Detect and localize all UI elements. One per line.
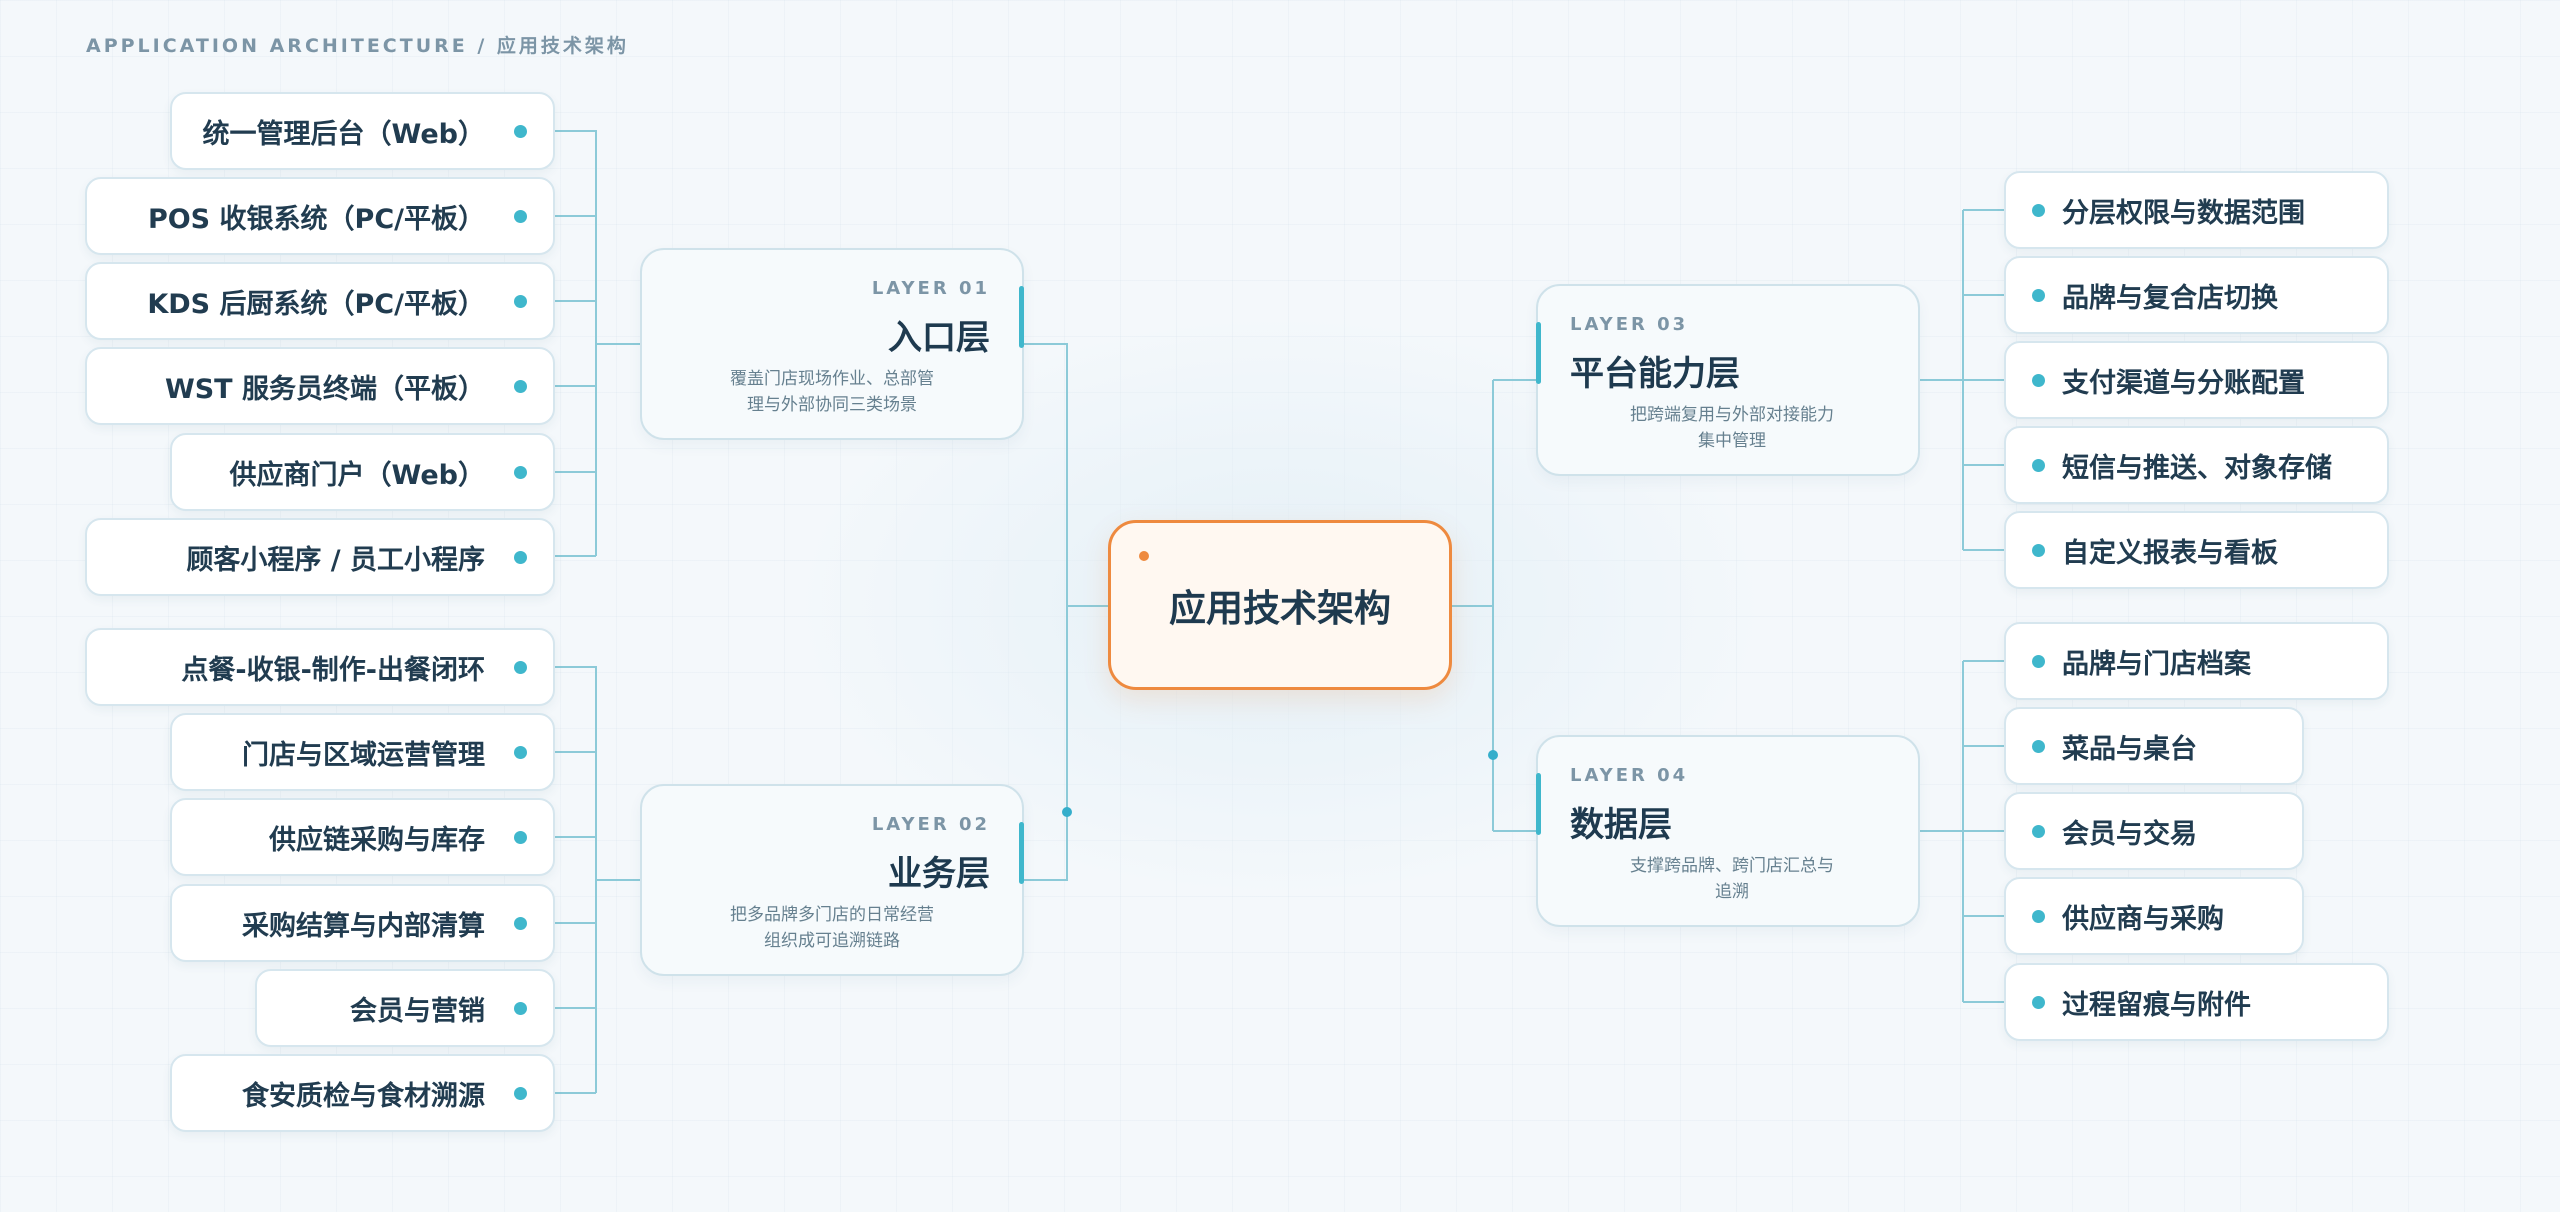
leaf-label: POS 收银系统（PC/平板） xyxy=(147,203,485,235)
accent-bar xyxy=(1536,773,1541,835)
bullet-dot-icon xyxy=(514,124,527,138)
leaf-layer01-item6[interactable]: 顾客小程序 / 员工小程序 xyxy=(85,518,555,596)
center-dot-icon xyxy=(1139,551,1149,561)
leaf-label: 支付渠道与分账配置 xyxy=(2062,367,2305,399)
layer-name: 平台能力层 xyxy=(1570,354,1740,394)
leaf-layer03-item5[interactable]: 自定义报表与看板 xyxy=(2004,511,2389,589)
bullet-dot-icon xyxy=(2032,909,2045,923)
layer-card-platform[interactable]: LAYER 03 平台能力层 把跨端复用与外部对接能力集中管理 xyxy=(1536,284,1920,476)
bullet-dot-icon xyxy=(514,1001,527,1015)
leaf-layer04-item5[interactable]: 过程留痕与附件 xyxy=(2004,963,2389,1041)
leaf-layer01-item3[interactable]: KDS 后厨系统（PC/平板） xyxy=(85,262,555,340)
layer-name: 入口层 xyxy=(888,318,990,358)
layer-tag: LAYER 03 xyxy=(1570,314,1689,335)
layer-tag: LAYER 01 xyxy=(871,278,990,299)
leaf-layer02-item6[interactable]: 食安质检与食材溯源 xyxy=(170,1054,555,1132)
layer-description: 支撑跨品牌、跨门店汇总与追溯 xyxy=(1630,856,1834,902)
leaf-label: 采购结算与内部清算 xyxy=(242,910,485,942)
accent-bar xyxy=(1019,286,1024,348)
bullet-dot-icon xyxy=(514,745,527,759)
leaf-label: 过程留痕与附件 xyxy=(2062,989,2251,1021)
leaf-label: 供应商与采购 xyxy=(2062,903,2224,935)
bullet-dot-icon xyxy=(2032,739,2045,753)
layer-card-business[interactable]: LAYER 02 业务层 把多品牌多门店的日常经营组织成可追溯链路 xyxy=(640,784,1024,976)
leaf-label: 门店与区域运营管理 xyxy=(242,739,485,771)
leaf-layer02-item4[interactable]: 采购结算与内部清算 xyxy=(170,884,555,962)
leaf-layer01-item2[interactable]: POS 收银系统（PC/平板） xyxy=(85,177,555,255)
center-node[interactable]: 应用技术架构 xyxy=(1108,520,1452,690)
layer-name: 业务层 xyxy=(888,854,990,894)
page-title: APPLICATION ARCHITECTURE / 应用技术架构 xyxy=(86,35,629,57)
leaf-label: 自定义报表与看板 xyxy=(2062,537,2278,569)
leaf-label: 点餐-收银-制作-出餐闭环 xyxy=(181,654,485,686)
leaf-label: 统一管理后台（Web） xyxy=(202,118,485,150)
layer-card-data[interactable]: LAYER 04 数据层 支撑跨品牌、跨门店汇总与追溯 xyxy=(1536,735,1920,927)
layer-description: 把跨端复用与外部对接能力集中管理 xyxy=(1630,405,1834,451)
leaf-label: 品牌与复合店切换 xyxy=(2062,282,2278,314)
leaf-label: WST 服务员终端（平板） xyxy=(164,373,485,405)
leaf-layer03-item4[interactable]: 短信与推送、对象存储 xyxy=(2004,426,2389,504)
bullet-dot-icon xyxy=(514,916,527,930)
leaf-layer04-item4[interactable]: 供应商与采购 xyxy=(2004,877,2304,955)
layer-tag: LAYER 02 xyxy=(871,814,990,835)
layer-card-entry[interactable]: LAYER 01 入口层 覆盖门店现场作业、总部管理与外部协同三类场景 xyxy=(640,248,1024,440)
connector-line xyxy=(555,130,597,556)
bullet-dot-icon xyxy=(514,294,527,308)
center-label: 应用技术架构 xyxy=(1169,587,1391,630)
bullet-dot-icon xyxy=(2032,458,2045,472)
leaf-label: 菜品与桌台 xyxy=(2062,733,2197,765)
bullet-dot-icon xyxy=(2032,824,2045,838)
leaf-layer01-item5[interactable]: 供应商门户（Web） xyxy=(170,433,555,511)
leaf-label: 会员与交易 xyxy=(2062,818,2197,850)
junction-dot-icon xyxy=(1062,807,1072,817)
leaf-layer02-item2[interactable]: 门店与区域运营管理 xyxy=(170,713,555,791)
layer-description: 把多品牌多门店的日常经营组织成可追溯链路 xyxy=(730,905,934,951)
leaf-layer04-item3[interactable]: 会员与交易 xyxy=(2004,792,2304,870)
bullet-dot-icon xyxy=(2032,288,2045,302)
bullet-dot-icon xyxy=(514,209,527,223)
bullet-dot-icon xyxy=(2032,995,2045,1009)
leaf-label: 品牌与门店档案 xyxy=(2062,648,2251,680)
leaf-layer03-item3[interactable]: 支付渠道与分账配置 xyxy=(2004,341,2389,419)
bullet-dot-icon xyxy=(2032,543,2045,557)
leaf-layer01-item1[interactable]: 统一管理后台（Web） xyxy=(170,92,555,170)
accent-bar xyxy=(1019,822,1024,884)
leaf-label: 会员与营销 xyxy=(350,995,485,1027)
leaf-label: 供应商门户（Web） xyxy=(229,459,485,491)
bullet-dot-icon xyxy=(2032,654,2045,668)
leaf-layer04-item2[interactable]: 菜品与桌台 xyxy=(2004,707,2304,785)
leaf-layer03-item2[interactable]: 品牌与复合店切换 xyxy=(2004,256,2389,334)
leaf-layer01-item4[interactable]: WST 服务员终端（平板） xyxy=(85,347,555,425)
bullet-dot-icon xyxy=(514,379,527,393)
junction-dot-icon xyxy=(1488,750,1498,760)
connector-line xyxy=(1024,343,1068,881)
leaf-layer03-item1[interactable]: 分层权限与数据范围 xyxy=(2004,171,2389,249)
bullet-dot-icon xyxy=(2032,203,2045,217)
leaf-label: KDS 后厨系统（PC/平板） xyxy=(147,288,485,320)
leaf-label: 短信与推送、对象存储 xyxy=(2062,452,2332,484)
bullet-dot-icon xyxy=(2032,373,2045,387)
connector-line xyxy=(555,666,597,1093)
bullet-dot-icon xyxy=(514,660,527,674)
bullet-dot-icon xyxy=(514,550,527,564)
leaf-layer02-item5[interactable]: 会员与营销 xyxy=(255,969,555,1047)
accent-bar xyxy=(1536,322,1541,384)
layer-tag: LAYER 04 xyxy=(1570,765,1689,786)
leaf-label: 食安质检与食材溯源 xyxy=(242,1080,485,1112)
leaf-label: 顾客小程序 / 员工小程序 xyxy=(186,544,485,576)
leaf-label: 供应链采购与库存 xyxy=(269,824,485,856)
layer-name: 数据层 xyxy=(1570,805,1672,845)
leaf-layer02-item3[interactable]: 供应链采购与库存 xyxy=(170,798,555,876)
leaf-layer04-item1[interactable]: 品牌与门店档案 xyxy=(2004,622,2389,700)
bullet-dot-icon xyxy=(514,830,527,844)
bullet-dot-icon xyxy=(514,465,527,479)
leaf-layer02-item1[interactable]: 点餐-收银-制作-出餐闭环 xyxy=(85,628,555,706)
leaf-label: 分层权限与数据范围 xyxy=(2062,197,2305,229)
bullet-dot-icon xyxy=(514,1086,527,1100)
layer-description: 覆盖门店现场作业、总部管理与外部协同三类场景 xyxy=(730,369,934,415)
